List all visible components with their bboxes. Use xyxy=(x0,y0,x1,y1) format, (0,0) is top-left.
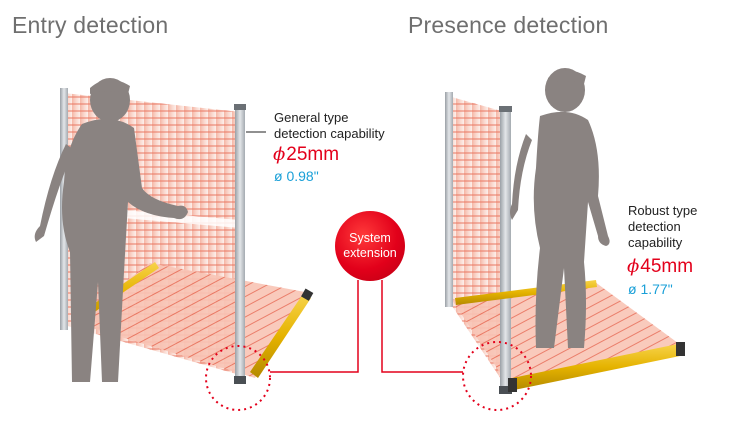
metric-value-left: 25mm xyxy=(286,144,339,165)
detection-capability-label: detection capability xyxy=(274,126,385,142)
badge-line-2: extension xyxy=(343,246,397,261)
general-type-label: General type xyxy=(274,110,348,126)
imperial-0-98: ø 0.98" xyxy=(274,168,319,184)
phi-symbol-right: ϕ xyxy=(627,256,639,277)
phi-symbol-left: ϕ xyxy=(273,144,285,165)
left-post-front xyxy=(235,106,245,382)
right-post-front xyxy=(500,108,511,394)
right-post-rear xyxy=(445,92,453,307)
detection-label: detection xyxy=(628,219,681,235)
title-entry-detection: Entry detection xyxy=(12,12,168,39)
metric-value-right: 45mm xyxy=(640,256,693,277)
title-presence-detection: Presence detection xyxy=(408,12,609,39)
capability-label: capability xyxy=(628,235,682,251)
metric-25mm: ϕ25mm xyxy=(273,144,339,166)
robust-type-label: Robust type xyxy=(628,203,697,219)
metric-45mm: ϕ45mm xyxy=(627,256,693,278)
badge-line-1: System xyxy=(349,231,391,246)
system-extension-badge: System extension xyxy=(335,211,405,281)
imperial-1-77: ø 1.77" xyxy=(628,281,673,297)
entry-detection-illustration xyxy=(35,78,314,410)
